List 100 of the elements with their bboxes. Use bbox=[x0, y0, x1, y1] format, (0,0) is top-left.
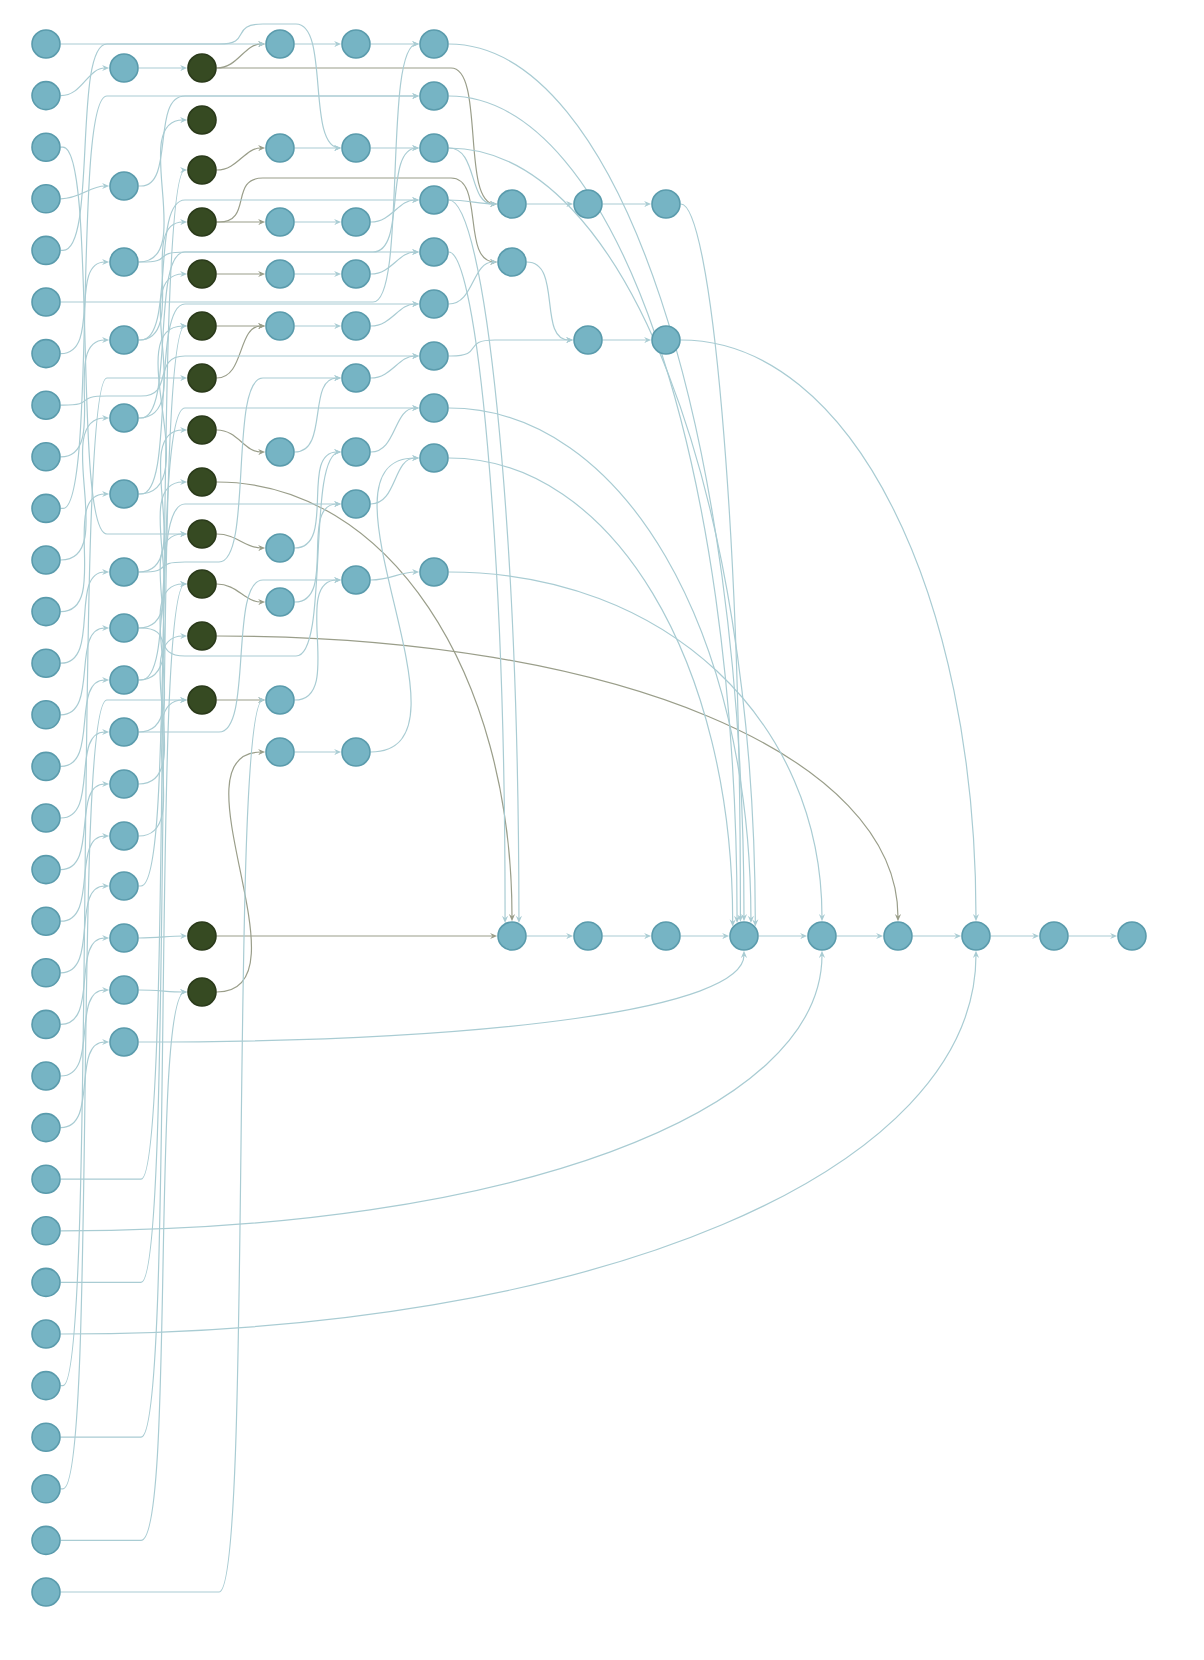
node-circle bbox=[419, 393, 449, 423]
node-circle bbox=[109, 717, 139, 747]
node-circle bbox=[109, 821, 139, 851]
node-circle bbox=[187, 259, 217, 289]
node-circle bbox=[109, 479, 139, 509]
node-circle bbox=[1117, 921, 1147, 951]
node-circle bbox=[265, 533, 295, 563]
node-circle bbox=[729, 921, 759, 951]
node-circle bbox=[341, 565, 371, 595]
node-circle bbox=[419, 133, 449, 163]
node-circle bbox=[31, 493, 61, 524]
node-circle bbox=[109, 171, 139, 201]
node-circle bbox=[31, 132, 61, 162]
node-circle bbox=[31, 1370, 61, 1401]
node-circle bbox=[31, 1112, 61, 1143]
node-circle bbox=[31, 648, 61, 678]
node-circle bbox=[109, 769, 139, 799]
node-circle bbox=[31, 1319, 61, 1349]
node-circle bbox=[109, 665, 139, 695]
node-circle bbox=[341, 207, 371, 237]
node-circle bbox=[341, 363, 371, 393]
node-circle bbox=[187, 53, 217, 83]
node-circle bbox=[31, 235, 61, 266]
node-circle bbox=[187, 519, 217, 549]
node-circle bbox=[961, 921, 991, 951]
arrow bbox=[448, 251, 509, 923]
node-circle bbox=[573, 921, 603, 951]
node-circle bbox=[265, 587, 295, 617]
node-circle bbox=[31, 1009, 61, 1040]
node-circle bbox=[419, 289, 449, 319]
node-circle bbox=[31, 854, 61, 885]
node-circle bbox=[419, 341, 449, 371]
node-circle bbox=[651, 325, 681, 355]
node-circle bbox=[109, 557, 139, 587]
node-circle bbox=[109, 871, 139, 901]
node-circle bbox=[31, 596, 61, 627]
node-circle bbox=[883, 921, 913, 951]
node-circle bbox=[187, 311, 217, 341]
node-circle bbox=[31, 1216, 61, 1246]
node-circle bbox=[187, 105, 217, 135]
node-circle bbox=[187, 415, 217, 445]
node-circle bbox=[341, 437, 371, 467]
node-circle bbox=[497, 247, 527, 277]
node-circle bbox=[109, 975, 139, 1005]
node-circle bbox=[109, 1027, 139, 1057]
node-circle bbox=[31, 545, 61, 575]
node-circle bbox=[31, 958, 61, 988]
node-circle bbox=[265, 29, 295, 59]
node-circle bbox=[265, 207, 295, 237]
node-circle bbox=[187, 569, 217, 599]
node-circle bbox=[31, 700, 61, 730]
node-circle bbox=[31, 29, 61, 59]
node-circle bbox=[187, 363, 217, 393]
node-circle bbox=[109, 53, 139, 83]
node-circle bbox=[341, 259, 371, 289]
node-circle bbox=[31, 338, 61, 369]
node-circle bbox=[31, 1061, 61, 1091]
node-circle bbox=[341, 133, 371, 163]
arrow bbox=[448, 407, 754, 923]
node-circle bbox=[31, 803, 61, 833]
node-circle bbox=[419, 29, 449, 59]
node-circle bbox=[419, 443, 449, 473]
node-circle bbox=[31, 1525, 61, 1556]
node-circle bbox=[109, 247, 139, 277]
node-circle bbox=[419, 237, 449, 267]
node-circle bbox=[187, 977, 217, 1007]
node-circle bbox=[31, 1267, 61, 1298]
node-circle bbox=[31, 906, 61, 936]
node-circle bbox=[109, 613, 139, 643]
node-circle bbox=[419, 185, 449, 215]
node-circle bbox=[187, 921, 217, 951]
node-circle bbox=[419, 557, 449, 587]
node-circle bbox=[109, 923, 139, 953]
node-circle bbox=[187, 207, 217, 237]
node-circle bbox=[31, 390, 61, 421]
node-circle bbox=[109, 403, 139, 433]
node-circle bbox=[807, 921, 837, 951]
node-circle bbox=[265, 437, 295, 467]
node-circle bbox=[1039, 921, 1069, 951]
node-circle bbox=[497, 189, 527, 219]
arrow bbox=[448, 199, 523, 923]
node-circle bbox=[265, 737, 295, 767]
node-circle bbox=[31, 1164, 61, 1194]
node-circle bbox=[341, 29, 371, 59]
node-circle bbox=[265, 685, 295, 715]
node-circle bbox=[341, 311, 371, 341]
node-circle bbox=[31, 1577, 61, 1607]
node-circle bbox=[573, 189, 603, 219]
node-circle bbox=[341, 489, 371, 519]
node-circle bbox=[187, 155, 217, 185]
node-circle bbox=[31, 80, 61, 111]
node-circle bbox=[265, 259, 295, 289]
node-circle bbox=[31, 184, 61, 214]
node-circle bbox=[573, 325, 603, 355]
node-circle bbox=[497, 921, 527, 951]
node-circle bbox=[187, 621, 217, 651]
node-circle bbox=[419, 81, 449, 111]
node-circle bbox=[31, 287, 61, 317]
node-circle bbox=[265, 311, 295, 341]
node-circle bbox=[109, 325, 139, 355]
